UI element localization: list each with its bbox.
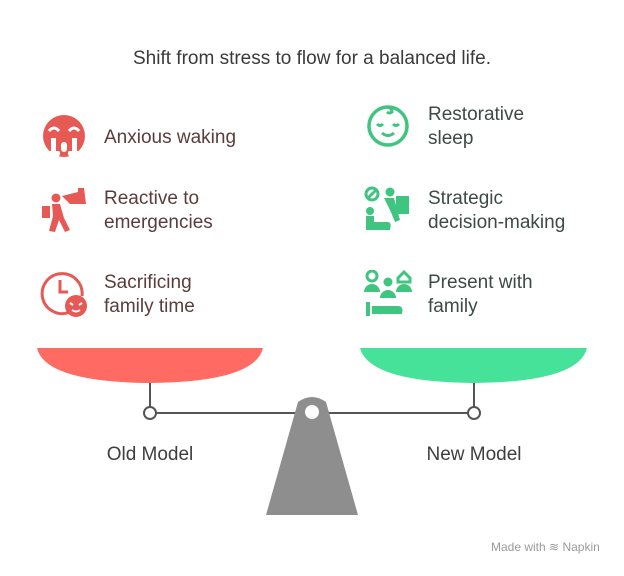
person-decision-icon <box>364 186 409 230</box>
fulcrum <box>266 397 358 515</box>
new-model-pan <box>360 348 587 383</box>
clock-stressed-face-icon <box>40 272 87 317</box>
anxious-face-icon <box>43 115 85 157</box>
sleeping-baby-face-icon <box>367 105 409 147</box>
old-item-anxious-waking: Anxious waking <box>104 127 237 148</box>
running-person-megaphone-icon <box>42 188 86 232</box>
balance-scale <box>37 348 587 515</box>
old-model-pan <box>37 348 263 383</box>
old-model-label: Old Model <box>106 444 194 465</box>
footer-attribution: Made with ≋ Napkin <box>491 540 600 554</box>
napkin-logo-icon: ≋ <box>549 540 560 554</box>
diagram-title: Shift from stress to flow for a balanced… <box>133 48 491 69</box>
family-icon <box>364 270 412 316</box>
new-model-label: New Model <box>426 444 522 465</box>
